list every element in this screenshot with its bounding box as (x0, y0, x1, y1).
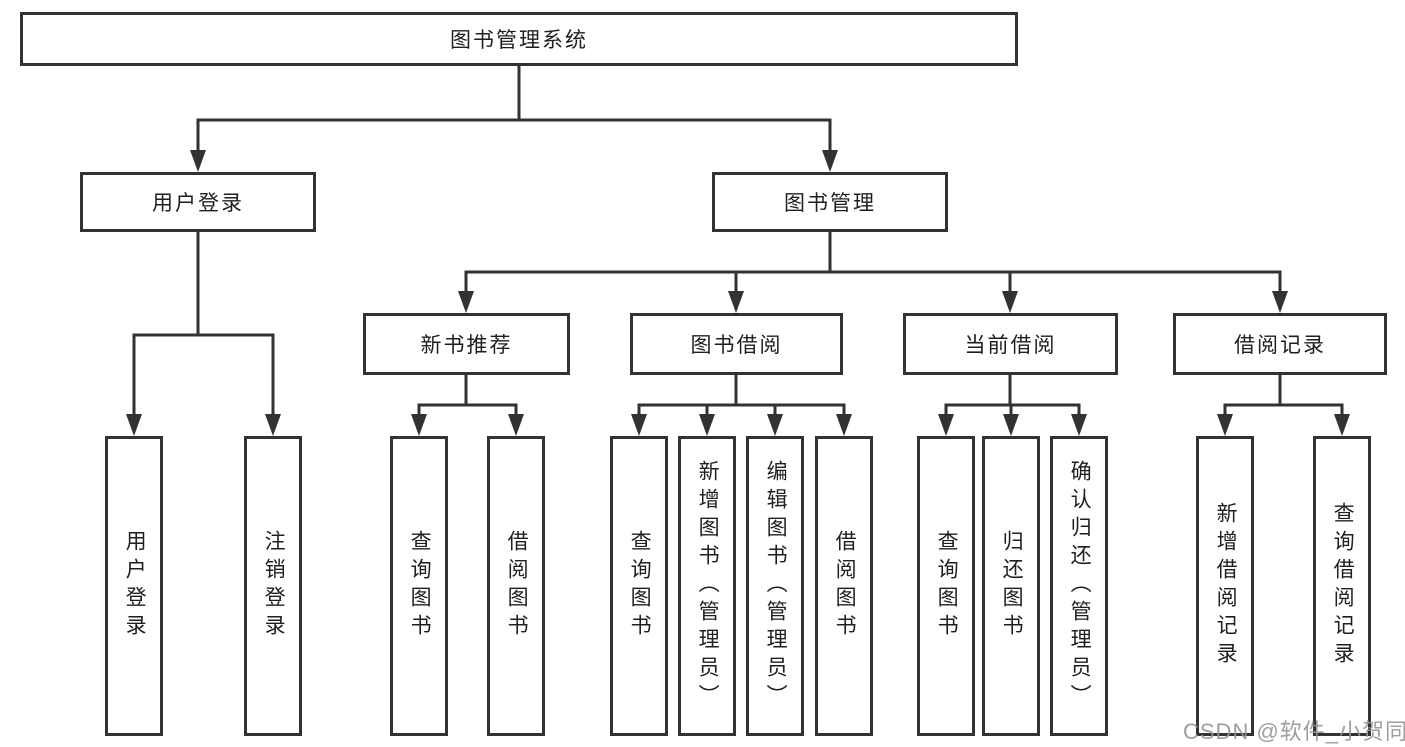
node-leaf-borrow-borrow-books-label: 借阅图书 (833, 530, 857, 642)
node-root-label: 图书管理系统 (450, 29, 588, 52)
node-leaf-logout-label: 注销登录 (262, 530, 286, 642)
node-leaf-query-borrow-record: 查询借阅记录 (1313, 436, 1371, 736)
node-leaf-add-borrow-record-label: 新增借阅记录 (1214, 502, 1238, 670)
node-leaf-current-query-books: 查询图书 (917, 436, 975, 736)
node-leaf-recommend-borrow-books-label: 借阅图书 (505, 530, 529, 642)
node-leaf-borrow-query-books: 查询图书 (610, 436, 668, 736)
node-current-borrow: 当前借阅 (903, 313, 1118, 375)
csdn-watermark: CSDN @软件_小贺同学 (1183, 719, 1405, 744)
node-leaf-query-borrow-record-label: 查询借阅记录 (1331, 502, 1355, 670)
node-user-login-group-label: 用户登录 (152, 192, 244, 215)
node-borrow-records: 借阅记录 (1173, 313, 1387, 375)
node-borrow-records-label: 借阅记录 (1234, 334, 1326, 357)
node-leaf-edit-books-admin: 编辑图书（管理员） (746, 436, 804, 736)
node-current-borrow-label: 当前借阅 (964, 334, 1057, 357)
node-leaf-borrow-borrow-books: 借阅图书 (815, 436, 873, 736)
node-leaf-confirm-return-admin-label: 确认归还（管理员） (1068, 460, 1092, 712)
node-leaf-user-login: 用户登录 (105, 436, 163, 736)
node-leaf-edit-books-admin-label: 编辑图书（管理员） (764, 460, 788, 712)
node-book-borrow-label: 图书借阅 (690, 334, 783, 357)
node-new-book-recommend-label: 新书推荐 (420, 334, 513, 357)
node-leaf-recommend-query-books-label: 查询图书 (408, 530, 432, 642)
node-leaf-return-books: 归还图书 (982, 436, 1040, 736)
node-leaf-confirm-return-admin: 确认归还（管理员） (1050, 436, 1108, 736)
node-root: 图书管理系统 (20, 12, 1018, 66)
node-book-borrow: 图书借阅 (630, 313, 843, 375)
node-leaf-add-borrow-record: 新增借阅记录 (1196, 436, 1254, 736)
node-new-book-recommend: 新书推荐 (363, 313, 570, 375)
node-leaf-return-books-label: 归还图书 (1000, 530, 1024, 642)
node-leaf-recommend-query-books: 查询图书 (390, 436, 448, 736)
node-leaf-add-books-admin-label: 新增图书（管理员） (696, 460, 720, 712)
node-leaf-add-books-admin: 新增图书（管理员） (678, 436, 736, 736)
node-leaf-recommend-borrow-books: 借阅图书 (487, 436, 545, 736)
node-leaf-user-login-label: 用户登录 (123, 530, 147, 642)
node-book-management: 图书管理 (712, 172, 948, 232)
arrowheads (126, 150, 1350, 436)
node-leaf-borrow-query-books-label: 查询图书 (628, 530, 652, 642)
node-leaf-current-query-books-label: 查询图书 (935, 530, 959, 642)
node-leaf-logout: 注销登录 (244, 436, 302, 736)
node-book-management-label: 图书管理 (784, 192, 876, 215)
node-user-login-group: 用户登录 (80, 172, 316, 232)
